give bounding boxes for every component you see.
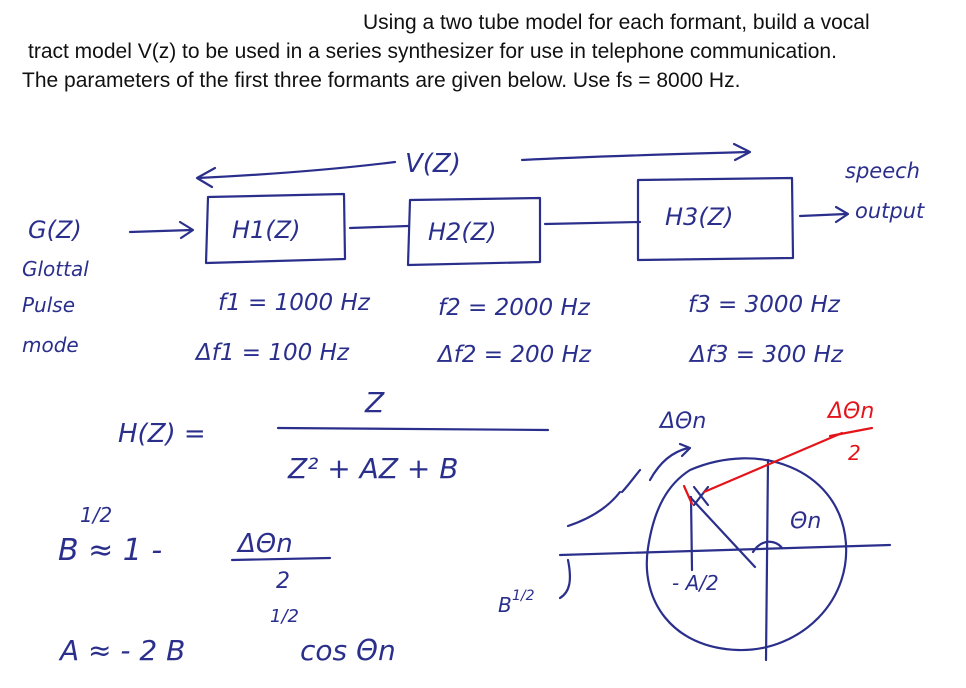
glottal-label: Glottal xyxy=(22,257,89,281)
b-half-exponent: 1/2 xyxy=(512,588,535,604)
hz-lhs: H(Z) = xyxy=(118,419,206,449)
b12-pointer xyxy=(566,490,622,528)
theta-n-label: Θn xyxy=(790,509,821,534)
minus-a-over-2-label: - A/2 xyxy=(672,571,719,595)
vz-right-arrow xyxy=(520,150,750,162)
vz-left-arrowhead xyxy=(195,166,217,189)
red-bisector-line xyxy=(702,431,844,494)
imag-axis xyxy=(764,458,770,662)
h3-label: H3(Z) xyxy=(665,203,733,231)
a-cos-term: cos Θn xyxy=(300,634,396,667)
f1-param: f1 = 1000 Hz xyxy=(218,290,371,316)
delta-theta-label: ΔΘn xyxy=(658,409,706,434)
pulse-label: Pulse xyxy=(22,293,75,317)
delta-arc-arrowhead xyxy=(678,442,692,458)
model-label: mode xyxy=(22,333,79,357)
b-frac-num: ΔΘn xyxy=(236,529,293,559)
hz-fraction-bar xyxy=(276,426,550,432)
b-exponent: 1/2 xyxy=(80,503,112,527)
h1-h2-connector xyxy=(348,224,410,230)
gz-label: G(Z) xyxy=(28,216,82,244)
problem-line-1: Using a two tube model for each formant,… xyxy=(363,11,870,34)
hz-numerator: Z xyxy=(364,386,385,419)
df2-param: Δf2 = 200 Hz xyxy=(436,342,592,368)
df3-param: Δf3 = 300 Hz xyxy=(688,342,844,368)
red-pole-tick xyxy=(682,484,694,506)
b-frac-bar xyxy=(230,556,332,562)
half-delta-theta-den: 2 xyxy=(848,441,861,465)
problem-line-3: The parameters of the first three forman… xyxy=(22,69,741,92)
hz-denominator: Z² + AZ + B xyxy=(287,452,458,485)
h2-h3-connector xyxy=(543,220,642,226)
gz-arrowhead xyxy=(178,220,195,240)
a-exponent: 1/2 xyxy=(270,606,299,627)
vz-label: V(Z) xyxy=(405,149,461,179)
vz-right-arrowhead xyxy=(732,142,752,162)
df1-param: Δf1 = 100 Hz xyxy=(194,340,350,366)
b-half-label: B xyxy=(498,593,512,617)
output-label: output xyxy=(855,199,925,223)
pole-marker-icon xyxy=(692,485,710,507)
f2-param: f2 = 2000 Hz xyxy=(438,295,591,321)
b-approx: B ≈ 1 - xyxy=(58,533,162,568)
problem-line-2: tract model V(z) to be used in a series … xyxy=(28,40,837,63)
delta-arc xyxy=(648,446,690,482)
delta-arc-tail xyxy=(620,468,642,494)
gz-arrow xyxy=(128,228,194,234)
b12-pointer-lower xyxy=(558,558,571,600)
output-arrow xyxy=(798,212,848,218)
b-frac-den: 2 xyxy=(276,569,290,594)
h2-label: H2(Z) xyxy=(428,218,496,246)
h1-label: H1(Z) xyxy=(232,216,300,244)
real-axis xyxy=(558,543,892,557)
vz-left-arrow xyxy=(196,160,397,180)
output-arrowhead xyxy=(834,205,850,224)
f3-param: f3 = 3000 Hz xyxy=(688,292,841,318)
h2-box xyxy=(406,196,542,267)
a-approx: A ≈ - 2 B xyxy=(58,634,185,667)
half-delta-theta-bar xyxy=(828,426,874,438)
pole-projection xyxy=(689,495,694,572)
h3-box xyxy=(636,176,795,262)
unit-circle xyxy=(645,457,848,652)
half-delta-theta-num: ΔΘn xyxy=(826,399,874,424)
theta-arc xyxy=(751,540,784,554)
pole-radius xyxy=(688,495,757,569)
speech-label: speech xyxy=(845,159,920,183)
h1-box xyxy=(204,192,347,265)
